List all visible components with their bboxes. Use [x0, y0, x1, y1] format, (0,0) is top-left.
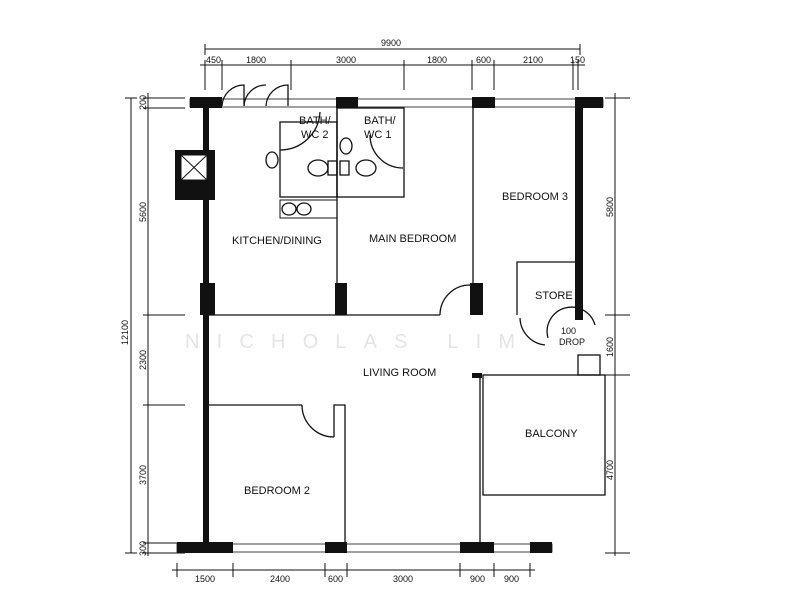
dim-bottom: 3000	[393, 574, 413, 584]
dim-bottom: 900	[470, 574, 485, 584]
room-store: STORE	[535, 290, 573, 302]
dim-bottom: 900	[504, 574, 519, 584]
dim-left: 200	[138, 95, 148, 110]
drop-size: 100	[561, 326, 576, 336]
dim-right: 1600	[605, 337, 615, 357]
room-balcony: BALCONY	[525, 428, 578, 440]
dim-left: 3700	[138, 465, 148, 485]
drop-label: DROP	[559, 337, 585, 347]
dim-bottom: 1500	[195, 574, 215, 584]
dim-left: 2300	[138, 350, 148, 370]
dim-top: 2100	[523, 55, 543, 65]
room-bedroom-3: BEDROOM 3	[502, 191, 568, 203]
room-main-bedroom: MAIN BEDROOM	[369, 233, 456, 245]
room-labels: BATH/ WC 2 BATH/ WC 1 BEDROOM 3 KITCHEN/…	[232, 115, 585, 497]
dim-top-total: 9900	[381, 38, 401, 48]
dim-top: 150	[570, 55, 585, 65]
dim-top: 600	[476, 55, 491, 65]
dim-top: 1800	[246, 55, 266, 65]
room-bath-wc2-line2: WC 2	[301, 129, 329, 141]
dim-top: 450	[206, 55, 221, 65]
room-bath-wc1-line1: BATH/	[364, 115, 397, 127]
dim-right: 4700	[605, 460, 615, 480]
dim-bottom: 600	[328, 574, 343, 584]
dim-left: 300	[138, 541, 148, 556]
dim-right: 5800	[605, 197, 615, 217]
dimension-lines	[125, 44, 630, 577]
dim-left: 5600	[138, 202, 148, 222]
room-kitchen-dining: KITCHEN/DINING	[232, 235, 322, 247]
walls	[175, 84, 606, 553]
dimension-labels: 9900 450 1800 3000 1800 600 2100 150 150…	[120, 38, 615, 584]
room-bath-wc1-line2: WC 1	[364, 129, 392, 141]
room-bath-wc2-line1: BATH/	[299, 115, 332, 127]
watermark: NICHOLAS LIM	[185, 331, 515, 353]
dim-top: 1800	[427, 55, 447, 65]
room-living-room: LIVING ROOM	[363, 367, 436, 379]
room-bedroom-2: BEDROOM 2	[244, 485, 310, 497]
dim-bottom: 2400	[270, 574, 290, 584]
dim-top: 3000	[336, 55, 356, 65]
dim-left-total: 12100	[120, 320, 130, 345]
